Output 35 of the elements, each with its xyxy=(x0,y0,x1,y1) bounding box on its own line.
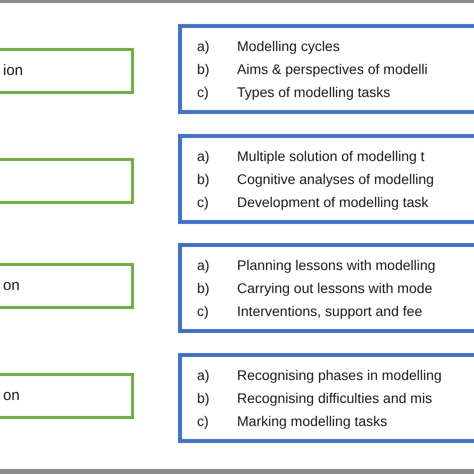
topic-list-box xyxy=(178,134,474,224)
topic-item: Development of modelling task xyxy=(237,192,428,212)
item-letter: b) xyxy=(197,60,210,79)
item-letter: b) xyxy=(197,388,210,408)
category-label: ion xyxy=(2,60,24,81)
category-box xyxy=(0,373,134,419)
item-letter: a) xyxy=(197,146,210,166)
topic-item: Recognising phases in modelling xyxy=(237,366,442,385)
item-letter: c) xyxy=(197,82,210,102)
topic-item: Carrying out lessons with mode xyxy=(237,278,432,298)
topic-item: Types of modelling tasks xyxy=(237,82,390,102)
topic-list-box xyxy=(178,24,474,114)
item-letter: a) xyxy=(197,366,210,385)
item-letter: c) xyxy=(197,302,210,321)
item-letter: c) xyxy=(197,412,210,431)
topic-item: Cognitive analyses of modelling xyxy=(237,170,434,189)
item-letter: b) xyxy=(197,278,210,298)
category-label: on xyxy=(2,386,20,406)
item-letter: a) xyxy=(197,256,210,275)
category-box xyxy=(0,158,134,204)
topic-item: Planning lessons with modelling xyxy=(237,256,436,275)
topic-item: Interventions, support and fee xyxy=(237,302,422,321)
item-letter: a) xyxy=(197,36,210,56)
category-box xyxy=(0,48,134,94)
topic-item: Marking modelling tasks xyxy=(237,412,388,431)
topic-list-box xyxy=(178,353,474,443)
topic-list-box xyxy=(178,243,474,333)
item-letter: c) xyxy=(197,192,210,212)
item-letter: b) xyxy=(197,170,210,189)
topic-item: Modelling cycles xyxy=(237,36,340,56)
category-label: on xyxy=(2,276,20,296)
topic-item: Recognising difficulties and mis xyxy=(237,388,432,408)
topic-item: Aims & perspectives of modelli xyxy=(237,60,428,79)
category-box xyxy=(0,263,134,309)
topic-item: Multiple solution of modelling t xyxy=(237,146,425,166)
